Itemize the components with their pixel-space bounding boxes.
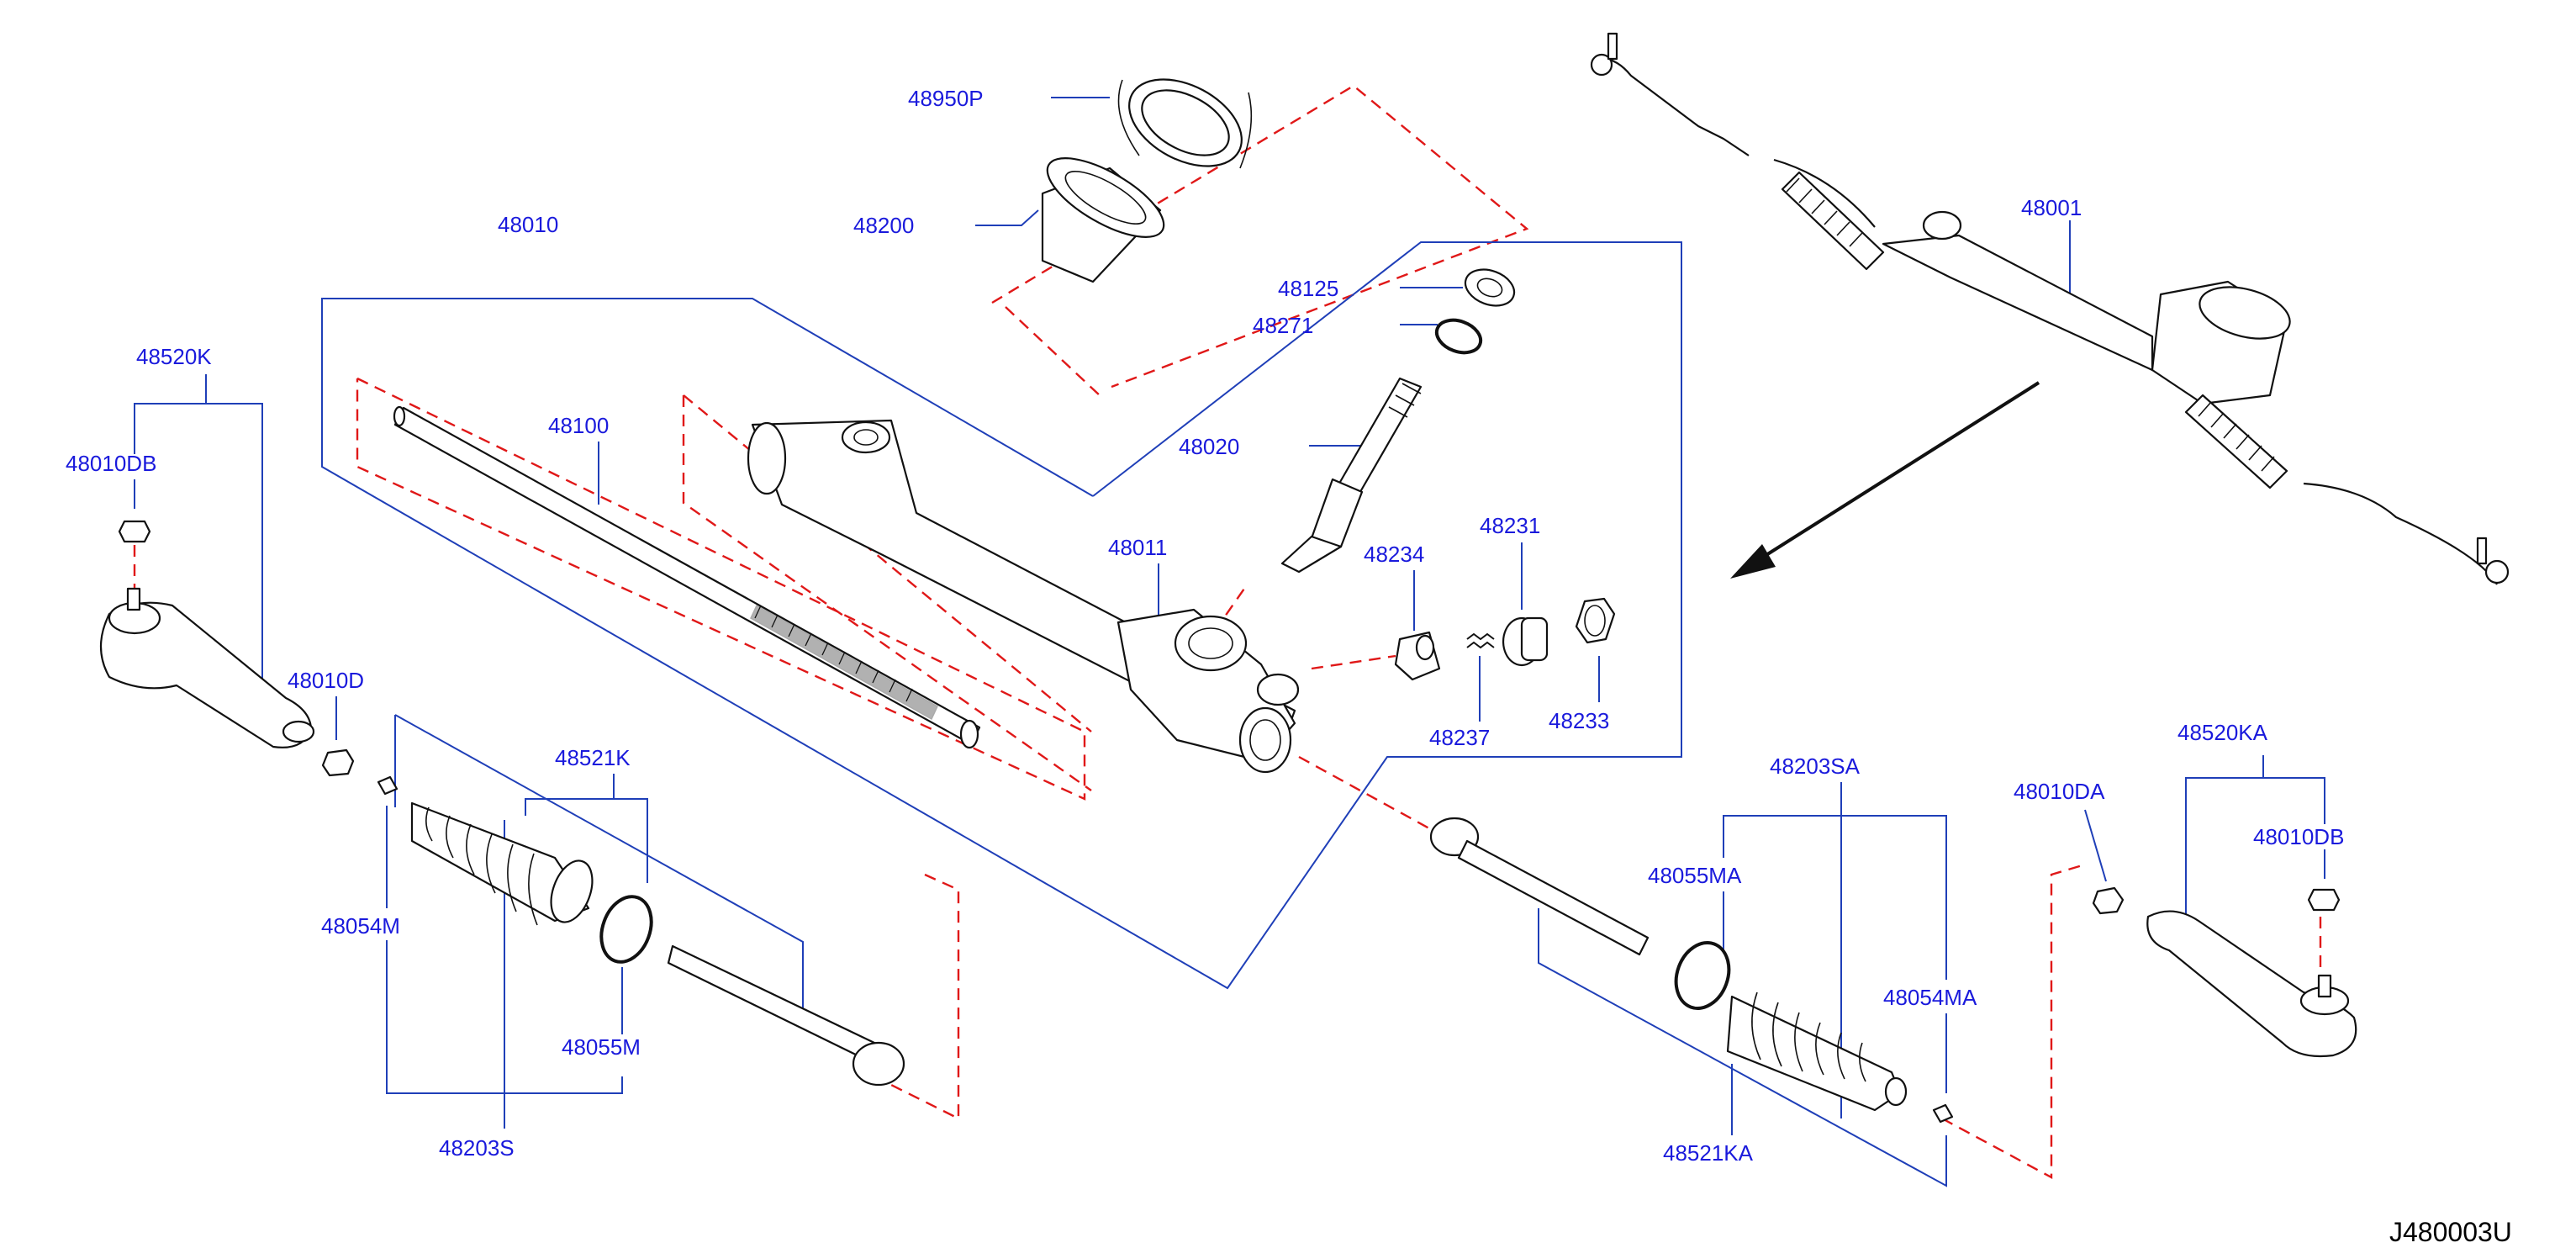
- part-label: 48233: [1549, 708, 1609, 733]
- part-label: 48520KA: [2177, 720, 2268, 745]
- snap-ring-48271: [1434, 318, 1483, 355]
- part-label: 48011: [1108, 535, 1167, 560]
- part-label: 48001: [2021, 195, 2082, 220]
- part-label: 48054M: [321, 913, 400, 939]
- tie-rod-end-48520KA: [2146, 910, 2357, 1058]
- tie-rod-end-48520K: [99, 587, 315, 748]
- direction-arrow: [1730, 381, 2040, 579]
- part-label: 48020: [1179, 434, 1239, 459]
- part-label: 48055MA: [1648, 863, 1742, 888]
- part-label: 48203S: [439, 1135, 515, 1161]
- part-label: 48203SA: [1770, 754, 1861, 779]
- part-label: 48950P: [908, 86, 984, 111]
- part-label: 48237: [1429, 725, 1490, 750]
- nut-48010DB-left: [118, 520, 151, 543]
- gear-housing-48011: [747, 419, 1300, 774]
- part-label: 48521K: [555, 745, 631, 770]
- pinion-48020: [1280, 377, 1423, 574]
- rack-48100: [393, 405, 981, 749]
- leader-lines: [134, 97, 2325, 1187]
- part-label: 48010DB: [66, 451, 156, 476]
- part-label: 48100: [548, 413, 609, 438]
- diagram-code: J480003U: [2389, 1217, 2512, 1247]
- grommet-48200: [1041, 157, 1165, 283]
- oil-seal-48125: [1464, 268, 1516, 307]
- boot-seal-48950P: [1117, 78, 1253, 169]
- part-label: 48054MA: [1883, 985, 1977, 1010]
- part-number-labels: 48950P 48200 48010 48125 48271 48020 485…: [66, 86, 2344, 1166]
- part-label: 48200: [853, 213, 914, 238]
- steering-gear-assembly-48001: [1590, 32, 2510, 585]
- part-label: 48010DB: [2253, 824, 2344, 849]
- rack-guide-parts: [1394, 597, 1616, 681]
- part-label: 48010DA: [2014, 779, 2105, 804]
- part-label: 48234: [1364, 542, 1424, 567]
- part-label: 48125: [1278, 276, 1338, 301]
- part-label: 48010D: [288, 668, 364, 693]
- left-boot-parts: [377, 775, 905, 1087]
- right-boot-parts: [1429, 817, 1954, 1124]
- part-label: 48010: [498, 212, 558, 237]
- part-label: 48271: [1253, 313, 1313, 338]
- part-label: 48521KA: [1663, 1140, 1754, 1166]
- part-label: 48520K: [136, 344, 212, 369]
- nut-48010DB-right: [2307, 888, 2341, 912]
- part-label: 48231: [1480, 513, 1540, 538]
- nut-48010DA: [2092, 886, 2125, 915]
- nut-48010D: [321, 748, 355, 777]
- part-label: 48055M: [562, 1034, 641, 1060]
